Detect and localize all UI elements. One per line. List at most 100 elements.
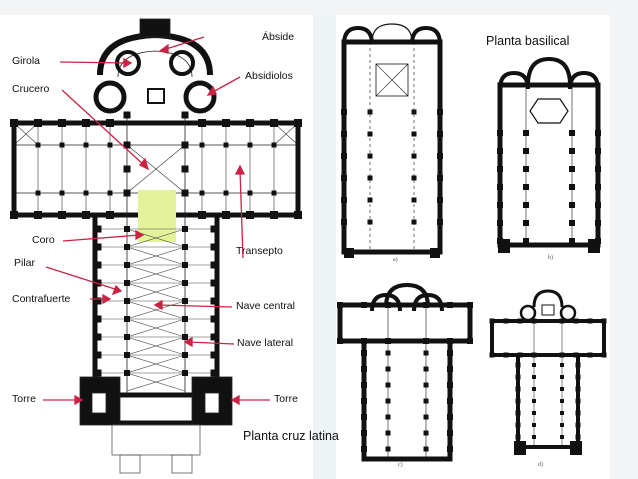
divider-strip bbox=[313, 15, 336, 479]
label-nave-central: Nave central bbox=[236, 300, 295, 312]
buttress bbox=[341, 109, 347, 115]
figure-letter-a: a) bbox=[393, 257, 398, 263]
buttress bbox=[361, 414, 367, 420]
vault-rib bbox=[126, 282, 186, 302]
buttress bbox=[34, 211, 42, 219]
plan-b-basilica bbox=[497, 56, 601, 253]
pier bbox=[569, 220, 575, 226]
pier bbox=[523, 148, 529, 154]
buttress bbox=[575, 410, 581, 416]
pier bbox=[182, 370, 188, 376]
buttress bbox=[575, 434, 581, 440]
buttress bbox=[595, 184, 601, 190]
pier bbox=[411, 175, 417, 181]
buttress bbox=[341, 131, 347, 137]
pier bbox=[295, 142, 301, 148]
buttress bbox=[515, 362, 521, 368]
pier bbox=[523, 130, 529, 136]
pier bbox=[569, 148, 575, 154]
buttress bbox=[467, 338, 473, 344]
buttress bbox=[246, 211, 254, 219]
pier bbox=[411, 131, 417, 137]
pier bbox=[124, 298, 130, 304]
pier bbox=[532, 435, 536, 439]
buttress bbox=[361, 398, 367, 404]
buttress bbox=[94, 297, 102, 305]
pier bbox=[569, 166, 575, 172]
pier bbox=[385, 414, 391, 420]
buttress bbox=[341, 153, 347, 159]
buttress bbox=[34, 119, 42, 127]
label-girola: Girola bbox=[12, 55, 41, 67]
buttress bbox=[337, 338, 343, 344]
buttress bbox=[437, 131, 443, 137]
pier bbox=[124, 334, 130, 340]
buttress bbox=[82, 119, 90, 127]
pier bbox=[423, 446, 429, 452]
buttress bbox=[210, 333, 218, 341]
buttress bbox=[517, 352, 523, 358]
buttress bbox=[270, 211, 278, 219]
buttress bbox=[559, 352, 565, 358]
pier bbox=[59, 190, 65, 196]
pier bbox=[247, 190, 253, 196]
caption-planta-basilical: Planta basilical bbox=[486, 34, 570, 48]
buttress bbox=[503, 318, 509, 324]
buttress bbox=[94, 333, 102, 341]
pier bbox=[423, 350, 429, 356]
buttress bbox=[601, 318, 607, 324]
pier bbox=[35, 142, 41, 148]
label-crucero: Crucero bbox=[12, 83, 50, 95]
buttress bbox=[10, 211, 18, 219]
caption-planta-cruz-latina: Planta cruz latina bbox=[243, 429, 339, 443]
buttress bbox=[595, 148, 601, 154]
pier bbox=[123, 111, 131, 119]
pier bbox=[423, 430, 429, 436]
buttress bbox=[447, 398, 453, 404]
buttress bbox=[489, 352, 495, 358]
pier bbox=[181, 111, 189, 119]
vault-rib bbox=[126, 228, 186, 248]
buttress bbox=[587, 318, 593, 324]
buttress bbox=[497, 166, 503, 172]
buttress bbox=[361, 350, 367, 356]
pier bbox=[182, 334, 188, 340]
buttress bbox=[447, 430, 453, 436]
pier bbox=[532, 375, 536, 379]
buttress bbox=[246, 119, 254, 127]
buttress bbox=[94, 225, 102, 233]
buttress bbox=[601, 352, 607, 358]
pier bbox=[124, 316, 130, 322]
buttress bbox=[437, 109, 443, 115]
pier bbox=[59, 142, 65, 148]
buttress bbox=[210, 369, 218, 377]
pier bbox=[124, 280, 130, 286]
buttress bbox=[573, 352, 579, 358]
pier bbox=[367, 153, 373, 159]
pier bbox=[523, 220, 529, 226]
buttress bbox=[575, 422, 581, 428]
pier bbox=[367, 197, 373, 203]
label-pilar: Pilar bbox=[14, 257, 36, 269]
buttress bbox=[573, 318, 579, 324]
pier bbox=[124, 370, 130, 376]
buttress bbox=[222, 119, 230, 127]
buttress bbox=[222, 211, 230, 219]
plan-c-latin-cross bbox=[337, 283, 473, 462]
buttress bbox=[437, 219, 443, 225]
pier bbox=[532, 399, 536, 403]
pier bbox=[523, 202, 529, 208]
pier bbox=[182, 244, 188, 250]
buttress bbox=[210, 315, 218, 323]
pier bbox=[532, 411, 536, 415]
buttress bbox=[595, 166, 601, 172]
figure-letter-d: d) bbox=[538, 462, 543, 468]
figure-letter-b: b) bbox=[548, 255, 553, 261]
pier bbox=[247, 142, 253, 148]
buttress bbox=[210, 243, 218, 251]
buttress bbox=[94, 369, 102, 377]
pier bbox=[367, 109, 373, 115]
pier bbox=[181, 189, 189, 197]
buttress bbox=[515, 434, 521, 440]
buttress bbox=[423, 338, 429, 344]
